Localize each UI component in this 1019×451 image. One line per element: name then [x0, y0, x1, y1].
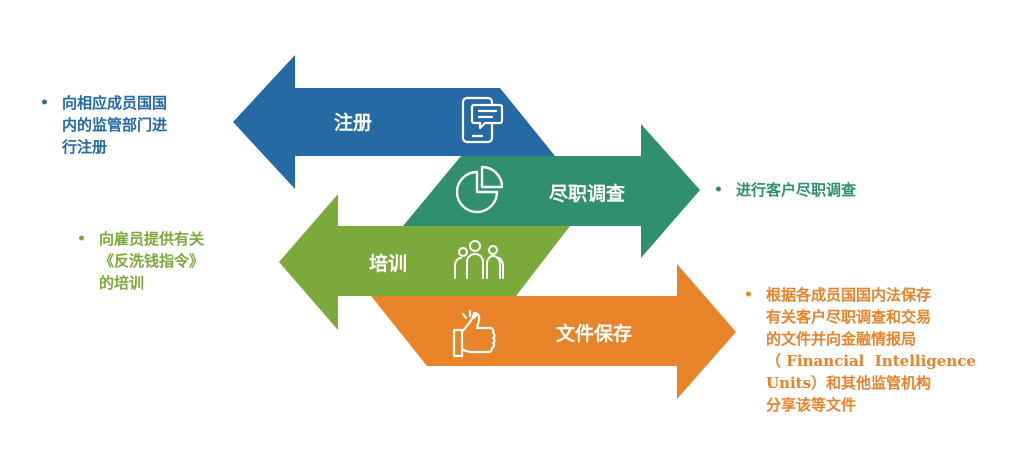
registration-arrow	[233, 55, 555, 189]
record-keeping-note: • 根据各成员国国内法保存 有关客户尽职调查和交易 的文件并向金融情报局 （ F…	[744, 284, 994, 416]
record-keeping-arrow	[371, 264, 736, 399]
note-line: 《反洗钱指令》	[99, 252, 205, 270]
training-note: • 向雇员提供有关 《反洗钱指令》 的培训	[77, 228, 269, 294]
note-line: 的培训	[99, 274, 145, 292]
bullet-icon: •	[40, 95, 49, 111]
due-diligence-arrow	[403, 124, 700, 258]
thumbs-up-icon	[452, 309, 496, 358]
note-line: 行注册	[62, 138, 108, 156]
note-line: 向雇员提供有关	[99, 230, 205, 248]
due-diligence-label: 尽职调查	[549, 182, 626, 205]
pie-chart-icon	[455, 165, 504, 214]
training-label: 培训	[369, 252, 407, 275]
note-line: Units）和其他监管机构	[766, 374, 932, 392]
note-line: 根据各成员国国内法保存	[766, 286, 932, 304]
bullet-icon: •	[714, 182, 723, 198]
note-line: 有关客户尽职调查和交易	[766, 308, 932, 326]
mobile-message-icon	[461, 96, 504, 144]
bullet-icon: •	[744, 287, 753, 303]
note-line: （ Financial Intelligence	[766, 352, 976, 370]
note-line: 进行客户尽职调查	[736, 181, 857, 199]
note-line: 向相应成员国国	[62, 94, 168, 112]
note-line: 分享该等文件	[766, 396, 857, 414]
note-line: 内的监管部门进	[62, 116, 168, 134]
note-line: 的文件并向金融情报局	[766, 330, 917, 348]
registration-label: 注册	[334, 111, 372, 134]
due-diligence-note: • 进行客户尽职调查	[714, 179, 936, 201]
bullet-icon: •	[77, 231, 86, 247]
registration-note: • 向相应成员国国 内的监管部门进 行注册	[40, 92, 232, 158]
group-people-icon	[454, 240, 504, 279]
record-keeping-label: 文件保存	[556, 322, 632, 345]
